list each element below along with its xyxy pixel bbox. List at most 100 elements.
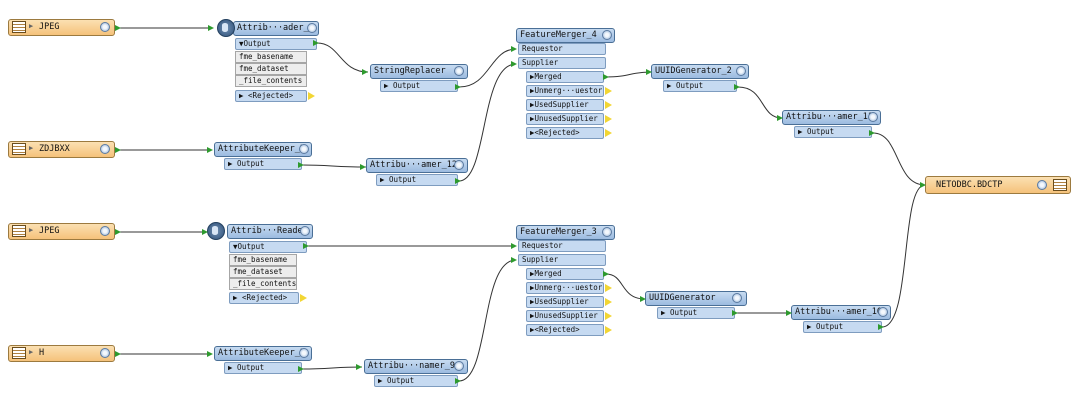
input-port-requestor[interactable]: Requestor [518, 43, 606, 55]
rejected-port[interactable]: ▶ <Rejected> [229, 292, 299, 304]
gear-icon[interactable] [602, 227, 612, 237]
expand-arrow-icon[interactable]: ▶ [29, 226, 34, 234]
output-connector-icon[interactable] [455, 378, 461, 384]
input-connector-icon[interactable] [646, 69, 652, 75]
source-jpeg-2[interactable]: JPEG ▶ [8, 223, 115, 240]
input-port-supplier[interactable]: Supplier [518, 254, 606, 266]
output-port[interactable]: ▶ Output [803, 321, 882, 333]
transformer-attribu-namer-9[interactable]: Attribu···namer_9 ▶ Output [362, 359, 470, 391]
output-port[interactable]: ▶ Output [224, 362, 302, 374]
output-connector-icon[interactable] [603, 74, 609, 80]
output-port[interactable]: ▶ Output [380, 80, 458, 92]
transformer-attrib-ader-2[interactable]: Attrib···ader_2 ▼Output fme_basename fme… [213, 19, 320, 103]
output-connector-icon[interactable] [298, 162, 304, 168]
output-port-unused-supplier[interactable]: ▶UnusedSupplier [526, 310, 604, 322]
output-connector-icon[interactable] [734, 84, 740, 90]
input-connector-icon[interactable] [511, 61, 517, 67]
input-port-supplier[interactable]: Supplier [518, 57, 606, 69]
output-connector-icon[interactable] [313, 40, 319, 46]
input-connector-icon[interactable] [362, 69, 368, 75]
output-connector-icon[interactable] [878, 324, 884, 330]
input-connector-icon[interactable] [207, 147, 213, 153]
input-port-requestor[interactable]: Requestor [518, 240, 606, 252]
output-port[interactable]: ▼Output [229, 241, 307, 253]
output-port[interactable]: ▶ Output [663, 80, 737, 92]
input-connector-icon[interactable] [202, 229, 208, 235]
gear-icon[interactable] [299, 348, 309, 358]
gear-icon[interactable] [100, 144, 110, 154]
output-connector-icon[interactable] [115, 229, 121, 235]
writer-netodbc-bdctp[interactable]: NETODBC.BDCTP [925, 175, 1073, 195]
gear-icon[interactable] [868, 112, 878, 122]
source-zdjbxx[interactable]: ZDJBXX ▶ [8, 141, 115, 158]
output-connector-icon[interactable] [115, 147, 121, 153]
gear-icon[interactable] [299, 144, 309, 154]
output-connector-icon[interactable] [298, 366, 304, 372]
gear-icon[interactable] [454, 361, 464, 371]
transformer-uuidgenerator-2[interactable]: UUIDGenerator_2 ▶ Output [651, 64, 751, 96]
transformer-featuremerger-4[interactable]: FeatureMerger_4 Requestor Supplier ▶Merg… [516, 28, 616, 142]
output-port-used-supplier[interactable]: ▶UsedSupplier [526, 296, 604, 308]
input-connector-icon[interactable] [360, 164, 366, 170]
source-jpeg-1[interactable]: JPEG ▶ [8, 19, 115, 36]
gear-icon[interactable] [732, 293, 742, 303]
transformer-featuremerger-3[interactable]: FeatureMerger_3 Requestor Supplier ▶Merg… [516, 225, 616, 339]
gear-icon[interactable] [878, 307, 888, 317]
output-port[interactable]: ▶ Output [657, 307, 735, 319]
gear-icon[interactable] [736, 66, 746, 76]
gear-icon[interactable] [100, 226, 110, 236]
transformer-attrib-reader[interactable]: Attrib···Reader ▼Output fme_basename fme… [207, 222, 314, 306]
input-connector-icon[interactable] [920, 182, 926, 188]
input-connector-icon[interactable] [208, 25, 214, 31]
output-connector-icon[interactable] [303, 243, 309, 249]
output-port-unmerged-requestor[interactable]: ▶Unmerg···uestor [526, 85, 604, 97]
expand-arrow-icon[interactable]: ▶ [29, 144, 34, 152]
input-connector-icon[interactable] [511, 257, 517, 263]
input-connector-icon[interactable] [511, 243, 517, 249]
gear-icon[interactable] [602, 30, 612, 40]
output-port-rejected[interactable]: ▶<Rejected> [526, 127, 604, 139]
output-port-unmerged-requestor[interactable]: ▶Unmerg···uestor [526, 282, 604, 294]
output-connector-icon[interactable] [869, 130, 875, 136]
input-connector-icon[interactable] [356, 364, 362, 370]
transformer-attribu-amer-11[interactable]: Attribu···amer_11 ▶ Output [782, 110, 882, 142]
transformer-uuidgenerator[interactable]: UUIDGenerator ▶ Output [645, 291, 748, 323]
input-connector-icon[interactable] [777, 115, 783, 121]
expand-arrow-icon[interactable]: ▶ [29, 22, 34, 30]
output-port[interactable]: ▶ Output [374, 375, 458, 387]
output-port-unused-supplier[interactable]: ▶UnusedSupplier [526, 113, 604, 125]
gear-icon[interactable] [454, 66, 464, 76]
output-connector-icon[interactable] [455, 178, 461, 184]
input-connector-icon[interactable] [640, 296, 646, 302]
output-port-rejected[interactable]: ▶<Rejected> [526, 324, 604, 336]
gear-icon[interactable] [300, 226, 310, 236]
rejected-port[interactable]: ▶ <Rejected> [235, 90, 307, 102]
output-port-merged[interactable]: ▶Merged [526, 71, 604, 83]
gear-icon[interactable] [100, 348, 110, 358]
transformer-attribu-amer-12[interactable]: Attribu···amer_12 ▶ Output [366, 158, 470, 190]
output-port-merged[interactable]: ▶Merged [526, 268, 604, 280]
output-port[interactable]: ▶ Output [376, 174, 458, 186]
gear-icon[interactable] [454, 160, 464, 170]
output-port[interactable]: ▶ Output [794, 126, 872, 138]
output-connector-icon[interactable] [115, 25, 121, 31]
transformer-attributekeeper-2[interactable]: AttributeKeeper_2 ▶ Output [212, 346, 314, 378]
input-connector-icon[interactable] [207, 351, 213, 357]
input-connector-icon[interactable] [511, 46, 517, 52]
gear-icon[interactable] [1037, 180, 1047, 190]
output-port-used-supplier[interactable]: ▶UsedSupplier [526, 99, 604, 111]
transformer-stringreplacer[interactable]: StringReplacer ▶ Output [368, 64, 470, 96]
output-port[interactable]: ▼Output [235, 38, 317, 50]
gear-icon[interactable] [307, 23, 317, 33]
output-port[interactable]: ▶ Output [224, 158, 302, 170]
expand-arrow-icon[interactable]: ▶ [29, 348, 34, 356]
transformer-attribu-amer-10[interactable]: Attribu···amer_10 ▶ Output [791, 305, 893, 337]
transformer-attributekeeper-3[interactable]: AttributeKeeper_3 ▶ Output [212, 142, 314, 174]
output-connector-icon[interactable] [732, 310, 738, 316]
gear-icon[interactable] [100, 22, 110, 32]
input-connector-icon[interactable] [786, 310, 792, 316]
source-h[interactable]: H ▶ [8, 345, 115, 362]
output-connector-icon[interactable] [115, 351, 121, 357]
output-connector-icon[interactable] [455, 84, 461, 90]
